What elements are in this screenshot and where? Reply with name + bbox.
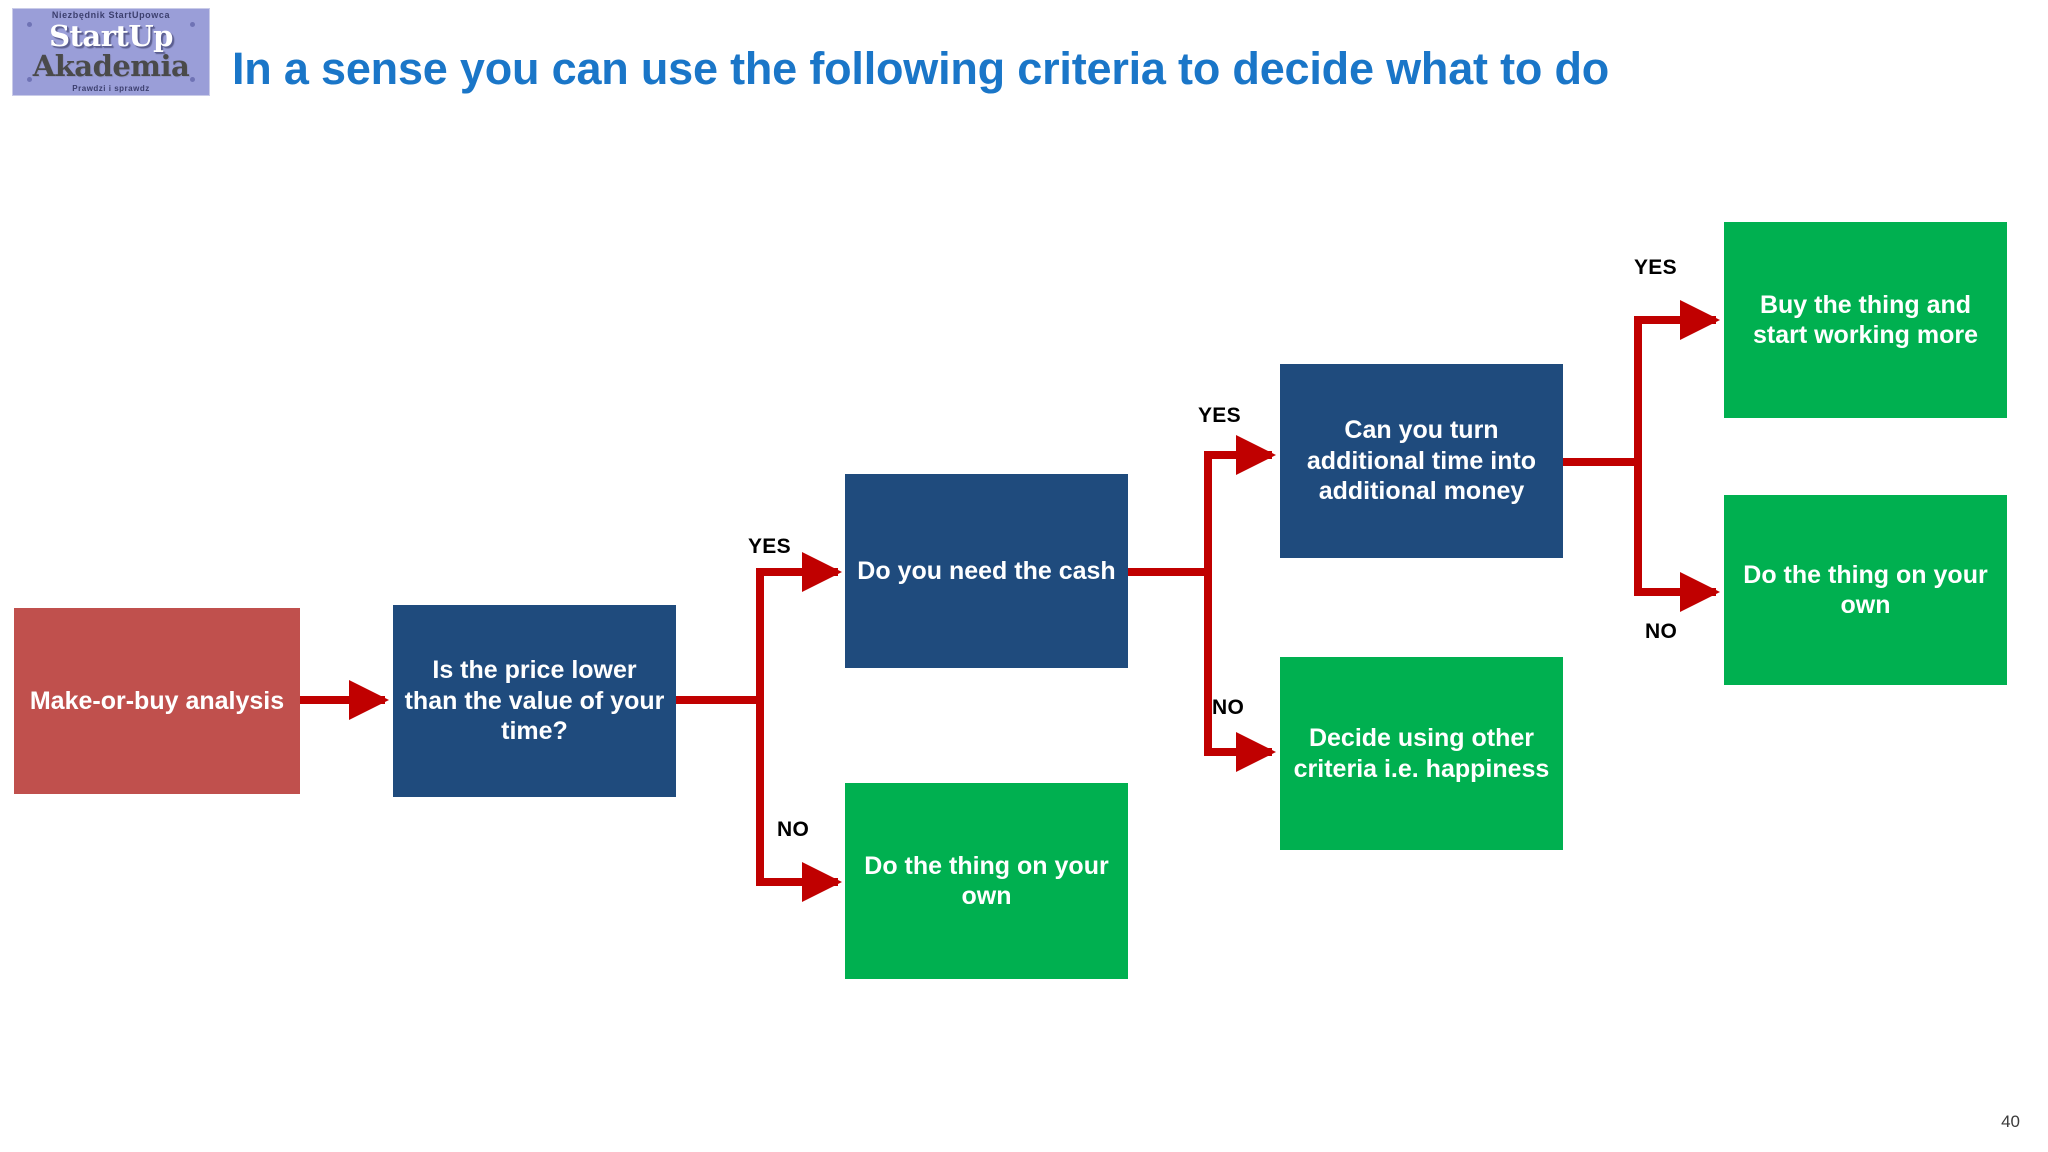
node-do-thing-on-your-own-right[interactable]: Do the thing on your own (1724, 495, 2007, 685)
page-title: In a sense you can use the following cri… (232, 43, 1610, 95)
logo-dot-bottom-right (190, 77, 195, 82)
branch-label-money-yes: YES (1634, 256, 1677, 279)
connector-price-no-to-own (756, 700, 842, 902)
connector-money-yes-to-buy (1562, 300, 1720, 466)
branch-label-price-yes: YES (748, 535, 791, 558)
node-make-or-buy-analysis[interactable]: Make-or-buy analysis (14, 608, 300, 794)
connector-price-yes-to-cash (676, 552, 842, 704)
logo-dot-top-right (190, 22, 195, 27)
node-is-price-lower[interactable]: Is the price lower than the value of you… (393, 605, 676, 797)
logo-wordmark-akademia: Akademia (32, 48, 190, 83)
node-do-you-need-cash[interactable]: Do you need the cash (845, 474, 1128, 668)
connector-cash-yes-to-money (1128, 435, 1276, 576)
node-do-thing-on-your-own-lower[interactable]: Do the thing on your own (845, 783, 1128, 979)
branch-label-cash-no: NO (1212, 696, 1245, 719)
branch-label-price-no: NO (777, 818, 810, 841)
connector-cash-no-to-happiness (1204, 572, 1276, 772)
logo-dot-bottom-left (27, 77, 32, 82)
logo-tagline: Prawdzi i sprawdz (72, 84, 150, 94)
startup-akademia-logo: Niezbędnik StartUpowca StartUp Akademia … (12, 8, 210, 96)
branch-label-money-no: NO (1645, 620, 1678, 643)
logo-top-text: Niezbędnik StartUpowca (51, 9, 171, 20)
branch-label-cash-yes: YES (1198, 404, 1241, 427)
logo-dot-top-left (27, 22, 32, 27)
node-decide-using-happiness[interactable]: Decide using other criteria i.e. happine… (1280, 657, 1563, 850)
logo-wordmark-startup: StartUp (49, 18, 173, 53)
page-number: 40 (2001, 1112, 2020, 1131)
node-buy-thing-work-more[interactable]: Buy the thing and start working more (1724, 222, 2007, 418)
connector-money-no-to-own (1634, 462, 1720, 612)
node-turn-time-into-money[interactable]: Can you turn additional time into additi… (1280, 364, 1563, 558)
